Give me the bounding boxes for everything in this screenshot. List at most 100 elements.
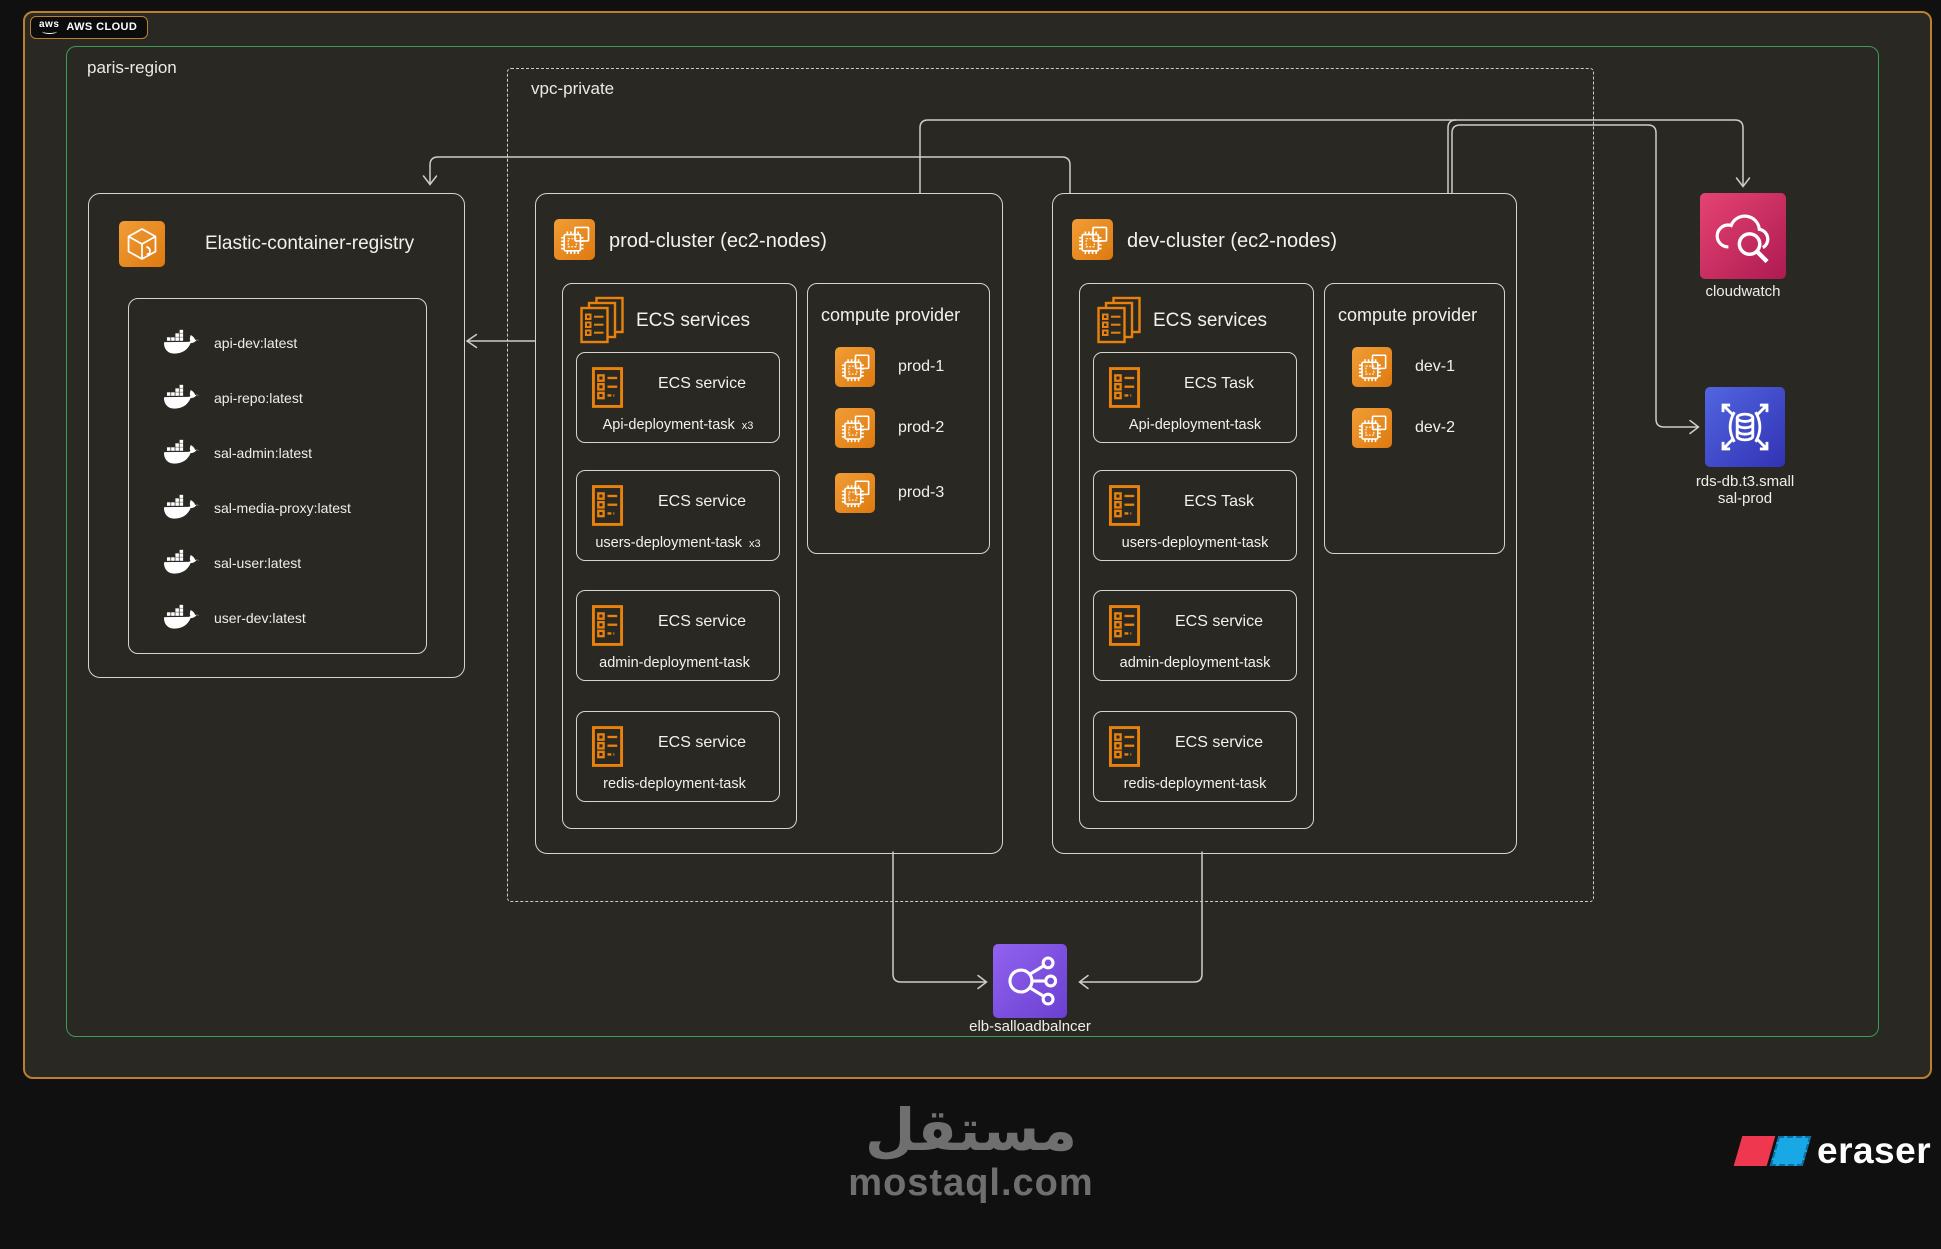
ecr-image-label: api-dev:latest: [214, 334, 298, 351]
ecr-image-label: sal-admin:latest: [214, 444, 313, 461]
watermark: مستقل mostaql.com: [791, 1093, 1151, 1205]
service-task-label: admin-deployment-task: [1119, 655, 1271, 671]
ecs-services-icon: [579, 296, 626, 346]
task-multiplier: x3: [749, 538, 761, 550]
rds-icon: [1705, 387, 1785, 467]
vpc-private-group: [507, 68, 1594, 902]
ecr-image-row: user-dev:latest: [163, 604, 426, 631]
dev-ecs-services-box: ECS services ECS Task Api-deployment-tas…: [1079, 283, 1314, 829]
prod-compute-provider-title: compute provider: [821, 305, 961, 325]
docker-whale-icon: [163, 439, 201, 466]
eraser-logo-icon: [1733, 1136, 1812, 1166]
ec2-instance-icon: [1352, 347, 1392, 387]
node-label: prod-3: [898, 484, 945, 501]
aws-cloud-label: AWS CLOUD: [66, 21, 138, 33]
node-label: dev-1: [1415, 358, 1456, 375]
dev-compute-provider-box: compute provider dev-1 dev-2: [1324, 283, 1505, 554]
ecr-image-row: sal-user:latest: [163, 549, 426, 576]
rds-label: rds-db.t3.small sal-prod: [1675, 473, 1815, 507]
ec2-instance-icon: [835, 347, 875, 387]
ecr-image-label: api-repo:latest: [214, 389, 303, 406]
elb-label: elb-salloadbalncer: [969, 1018, 1091, 1035]
watermark-domain-text: mostaql.com: [848, 1162, 1094, 1205]
paris-region-group: [66, 46, 1879, 1037]
vpc-private-label: vpc-private: [531, 79, 615, 98]
ecr-image-row: sal-admin:latest: [163, 439, 426, 466]
dev-compute-provider-title: compute provider: [1338, 305, 1478, 325]
ecs-service-card: ECS service redis-deployment-task: [1093, 711, 1297, 802]
prod-cluster-title: prod-cluster (ec2-nodes): [609, 230, 827, 252]
ecr-image-label: sal-media-proxy:latest: [214, 499, 351, 516]
service-type-label: ECS service: [657, 734, 747, 751]
service-type-label: ECS service: [1174, 613, 1264, 630]
aws-cloud-badge: aws AWS CLOUD: [30, 16, 149, 39]
cloudwatch-label: cloudwatch: [1705, 283, 1781, 300]
eraser-logo-red-shape: [1733, 1136, 1776, 1166]
watermark-arabic-text: مستقل: [864, 1098, 1078, 1163]
ecs-service-card: ECS service admin-deployment-task: [1093, 590, 1297, 681]
service-type-label: ECS service: [657, 375, 747, 392]
eraser-brand-name: eraser: [1817, 1130, 1932, 1171]
ecr-image-list: api-dev:latest api-repo:latest sal-admin…: [128, 298, 427, 654]
ecr-image-row: api-repo:latest: [163, 384, 426, 411]
ecs-task-card: ECS Task users-deployment-task: [1093, 470, 1297, 561]
service-type-label: ECS service: [657, 613, 747, 630]
service-type-label: ECS Task: [1184, 375, 1254, 392]
service-type-label: ECS service: [657, 493, 747, 510]
compute-node-row: prod-2: [835, 408, 944, 448]
dev-cluster-group: dev-cluster (ec2-nodes) ECS services ECS…: [1052, 193, 1517, 854]
prod-ecs-services-box: ECS services ECS service Api-deployment-…: [562, 283, 797, 829]
docker-whale-icon: [163, 494, 201, 521]
service-task-label: redis-deployment-task: [1123, 776, 1267, 792]
service-task-label: users-deployment-task: [1121, 535, 1269, 551]
ecs-service-card: ECS service redis-deployment-task: [576, 711, 780, 802]
service-task-label: redis-deployment-task: [603, 776, 746, 792]
ecr-image-row: sal-media-proxy:latest: [163, 494, 426, 521]
docker-whale-icon: [163, 384, 201, 411]
task-list-icon: [591, 484, 624, 527]
compute-node-row: prod-1: [835, 347, 944, 387]
task-multiplier: x3: [741, 420, 754, 432]
ecr-image-label: user-dev:latest: [214, 609, 306, 626]
ec2-instance-icon: [835, 473, 875, 513]
task-list-icon: [1108, 604, 1141, 647]
docker-whale-icon: [163, 549, 201, 576]
ec2-instance-icon: [835, 408, 875, 448]
ec2-instance-icon: [1352, 408, 1392, 448]
paris-region-label: paris-region: [87, 58, 177, 77]
ecs-task-card: ECS Task Api-deployment-task: [1093, 352, 1297, 443]
compute-node-row: dev-1: [1352, 347, 1455, 387]
compute-node-row: prod-3: [835, 473, 944, 513]
task-list-icon: [591, 725, 624, 768]
ecs-cluster-icon: [1072, 219, 1113, 260]
ecs-services-icon: [1096, 296, 1143, 346]
node-label: dev-2: [1415, 419, 1456, 436]
cloudwatch-icon: [1700, 193, 1786, 279]
eraser-brand: eraser: [1733, 1130, 1932, 1172]
aws-logo-icon: aws: [39, 20, 59, 34]
service-type-label: ECS service: [1174, 734, 1264, 751]
task-list-icon: [591, 366, 624, 409]
prod-cluster-group: prod-cluster (ec2-nodes) ECS services EC…: [535, 193, 1003, 854]
service-task-label: admin-deployment-task: [599, 655, 750, 671]
prod-ecs-services-title: ECS services: [636, 310, 751, 331]
rds-label-line2: sal-prod: [1717, 490, 1773, 507]
eraser-logo-blue-shape: [1769, 1136, 1812, 1166]
service-task-label: Api-deployment-task: [1128, 417, 1262, 433]
rds-label-line1: rds-db.t3.small: [1695, 473, 1795, 490]
dev-cluster-title: dev-cluster (ec2-nodes): [1127, 230, 1338, 252]
prod-compute-provider-box: compute provider prod-1 prod-2 prod-3: [807, 283, 990, 554]
docker-whale-icon: [163, 329, 201, 356]
ecr-group: Elastic-container-registry: [88, 193, 465, 678]
ecr-icon: [119, 221, 165, 267]
task-list-icon: [1108, 725, 1141, 768]
task-list-icon: [591, 604, 624, 647]
ecr-image-label: sal-user:latest: [214, 554, 302, 571]
node-label: prod-1: [898, 358, 945, 375]
node-label: prod-2: [898, 419, 945, 436]
docker-whale-icon: [163, 604, 201, 631]
